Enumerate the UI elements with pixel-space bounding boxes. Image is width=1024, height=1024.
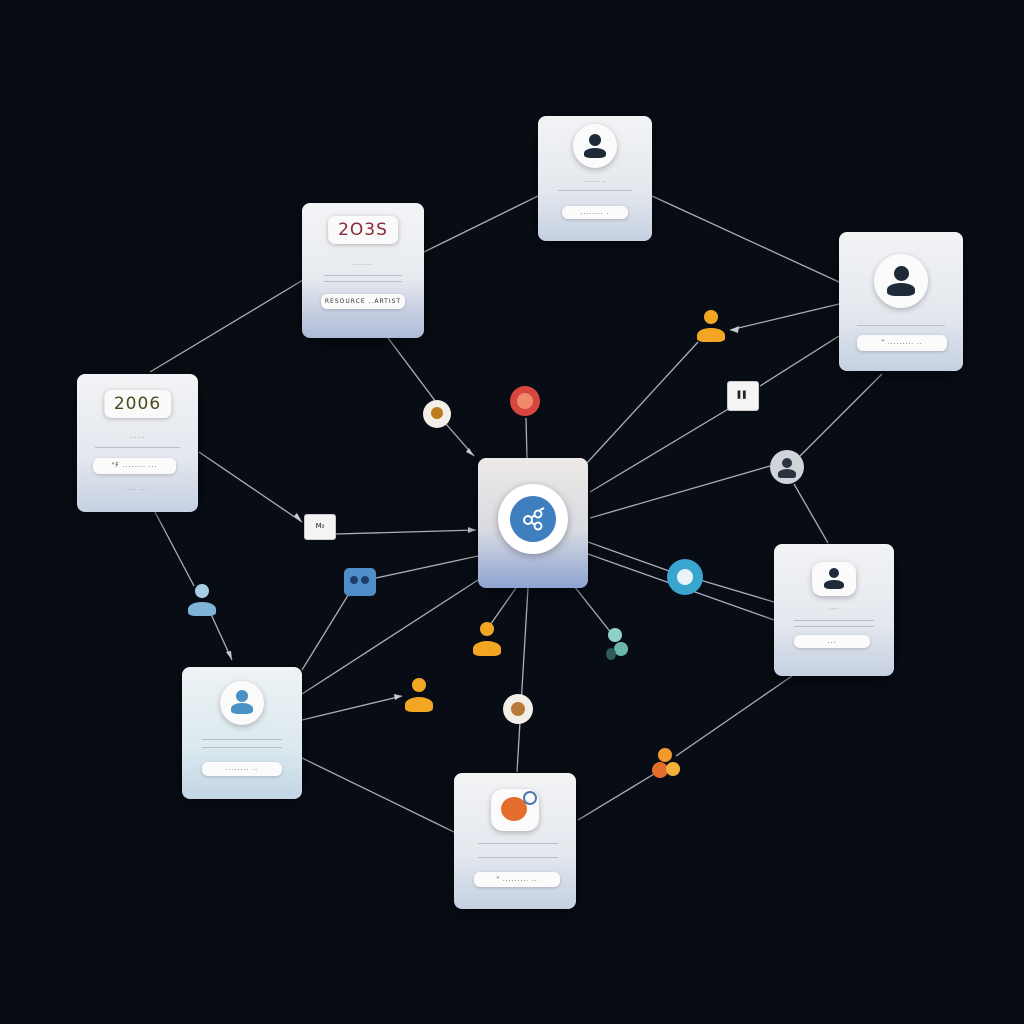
divider <box>794 620 874 621</box>
edge <box>585 341 699 465</box>
device-chip-right[interactable]: ▌▌ <box>727 381 759 411</box>
card-action-pill[interactable]: ... <box>794 635 870 648</box>
user-circle-icon[interactable] <box>770 450 804 484</box>
edge <box>301 579 479 695</box>
divider <box>324 275 402 276</box>
edge <box>699 579 775 603</box>
edge <box>525 417 528 459</box>
divider <box>478 843 558 844</box>
card-action-pill[interactable]: " ......... .. <box>474 872 560 887</box>
media-card-bottom[interactable]: " ......... .. <box>454 773 576 909</box>
hub-network-icon <box>510 496 556 542</box>
card-caption: ......... <box>583 178 607 184</box>
card-action-pill[interactable]: "F ........ ... <box>93 458 176 474</box>
arrowhead <box>468 527 476 533</box>
card-caption: .... <box>828 605 840 611</box>
device-chip-left[interactable]: M₀ <box>304 514 336 540</box>
year-label: 2006 <box>103 390 172 418</box>
divider <box>202 747 282 748</box>
profile-card-top[interactable]: ......... ........ . <box>538 116 652 241</box>
divider <box>857 325 945 326</box>
person-icon[interactable] <box>402 676 436 714</box>
edge <box>516 587 529 773</box>
edge <box>589 407 731 493</box>
profile-card-right[interactable]: " ......... .. <box>839 232 963 371</box>
edge <box>423 195 539 253</box>
divider <box>95 447 180 448</box>
edge <box>799 373 883 457</box>
person-icon <box>829 568 839 578</box>
edge <box>573 585 613 635</box>
edge <box>577 767 665 821</box>
edge <box>589 465 771 519</box>
edge <box>301 757 455 833</box>
edge <box>675 675 793 757</box>
year-label: 2O3S <box>328 216 398 244</box>
person-icon <box>894 266 909 281</box>
hub-badge <box>498 484 568 554</box>
avatar <box>573 124 617 168</box>
arrowhead <box>394 694 402 700</box>
edge <box>154 511 195 587</box>
divider <box>478 857 558 858</box>
avatar <box>220 681 264 725</box>
spark-icon[interactable] <box>423 400 451 428</box>
person-icon <box>589 134 601 146</box>
card-action-pill[interactable]: ........ . <box>562 206 628 219</box>
card-caption: ........ <box>352 261 374 267</box>
pizza-icon[interactable] <box>510 386 540 416</box>
edge <box>301 695 403 721</box>
edge <box>729 303 840 331</box>
person-icon <box>231 703 253 714</box>
edge <box>198 451 303 523</box>
card-action-pill[interactable]: " ......... .. <box>857 335 947 351</box>
robot-icon[interactable] <box>602 628 632 666</box>
edge <box>149 279 304 373</box>
avatar <box>874 254 928 308</box>
divider <box>558 190 632 191</box>
edge <box>387 337 437 403</box>
arrowhead <box>730 326 739 333</box>
avatar <box>812 562 856 596</box>
photo-icon <box>501 797 527 821</box>
edge <box>487 587 517 629</box>
edge <box>335 529 477 535</box>
divider <box>324 281 402 282</box>
year-card-2006[interactable]: 2006 ...... "F ........ ... .... ... <box>77 374 198 512</box>
arrowhead <box>466 448 474 456</box>
central-hub-card[interactable] <box>478 458 588 588</box>
edge <box>793 483 829 544</box>
year-card-2015[interactable]: 2O3S ........ RESOURCE ..ARTIST <box>302 203 424 338</box>
avatar <box>491 789 539 831</box>
calendar-icon[interactable] <box>344 568 376 596</box>
arrowhead <box>294 513 302 522</box>
edge <box>759 335 840 387</box>
profile-card-right-lower[interactable]: .... ... <box>774 544 894 676</box>
card-action-pill[interactable]: RESOURCE ..ARTIST <box>321 294 405 309</box>
person-icon[interactable] <box>470 620 504 658</box>
person-icon[interactable] <box>694 308 728 344</box>
spark-icon[interactable] <box>650 746 684 784</box>
edge <box>301 591 351 671</box>
card-footer: .... ... <box>127 486 148 492</box>
divider <box>794 626 874 627</box>
profile-card-left-lower[interactable]: ........ .. <box>182 667 302 799</box>
edge <box>651 195 840 283</box>
globe-icon[interactable] <box>667 559 703 595</box>
card-caption: ...... <box>129 434 146 440</box>
edge <box>587 541 673 573</box>
arrowhead <box>226 651 232 660</box>
edge <box>375 555 479 579</box>
badge-icon[interactable] <box>503 694 533 724</box>
divider <box>202 739 282 740</box>
card-action-pill[interactable]: ........ .. <box>202 762 282 776</box>
person-icon[interactable] <box>186 583 218 617</box>
